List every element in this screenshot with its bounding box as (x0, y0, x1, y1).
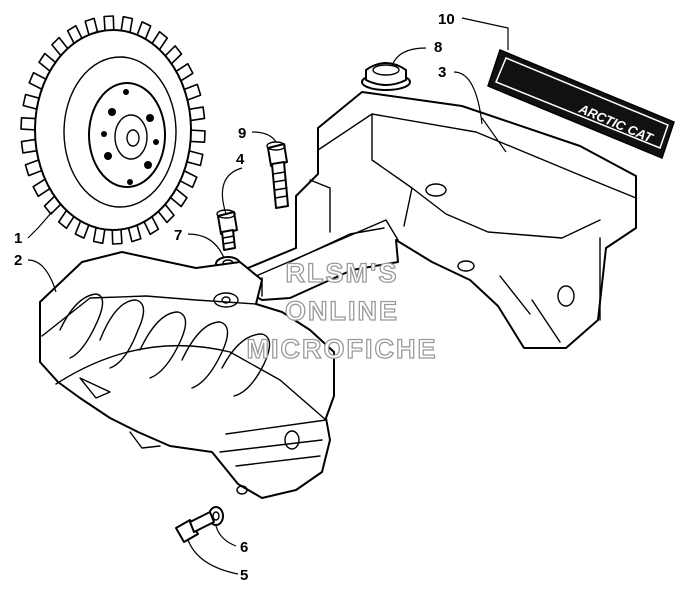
watermark-line-3: MICROFICHE (247, 334, 438, 364)
leader-8 (391, 47, 427, 67)
callout-2: 2 (14, 252, 22, 269)
callout-10: 10 (438, 11, 455, 28)
callout-8: 8 (434, 39, 442, 56)
callouts: 1 2 3 4 5 6 7 8 9 10 (14, 11, 455, 584)
leader-4 (221, 167, 243, 215)
watermark: RLSM'S ONLINE MICROFICHE (246, 257, 438, 364)
leader-3b (481, 117, 507, 153)
flywheel-fan (20, 15, 206, 245)
leader-1 (27, 211, 53, 239)
leader-10 (461, 17, 509, 50)
bottom-bolt (175, 511, 215, 543)
callout-6: 6 (240, 539, 248, 556)
callout-1: 1 (14, 230, 22, 247)
leader-5 (187, 539, 239, 575)
leader-3 (453, 71, 483, 125)
leader-6 (215, 525, 237, 547)
watermark-line-2: ONLINE (285, 296, 399, 326)
leader-7 (187, 233, 225, 259)
leader-2 (27, 259, 57, 293)
long-bolt (266, 141, 289, 209)
callout-3: 3 (438, 64, 446, 81)
callout-4: 4 (236, 151, 245, 168)
lower-housing (39, 251, 335, 499)
callout-5: 5 (240, 567, 248, 584)
callout-9: 9 (238, 125, 246, 142)
leader-9 (251, 131, 277, 143)
short-bolt (216, 209, 238, 251)
upper-shroud (247, 91, 637, 349)
watermark-line-1: RLSM'S (286, 258, 399, 288)
callout-7: 7 (174, 227, 182, 244)
grommet (361, 62, 411, 91)
leader-lines (27, 17, 509, 575)
